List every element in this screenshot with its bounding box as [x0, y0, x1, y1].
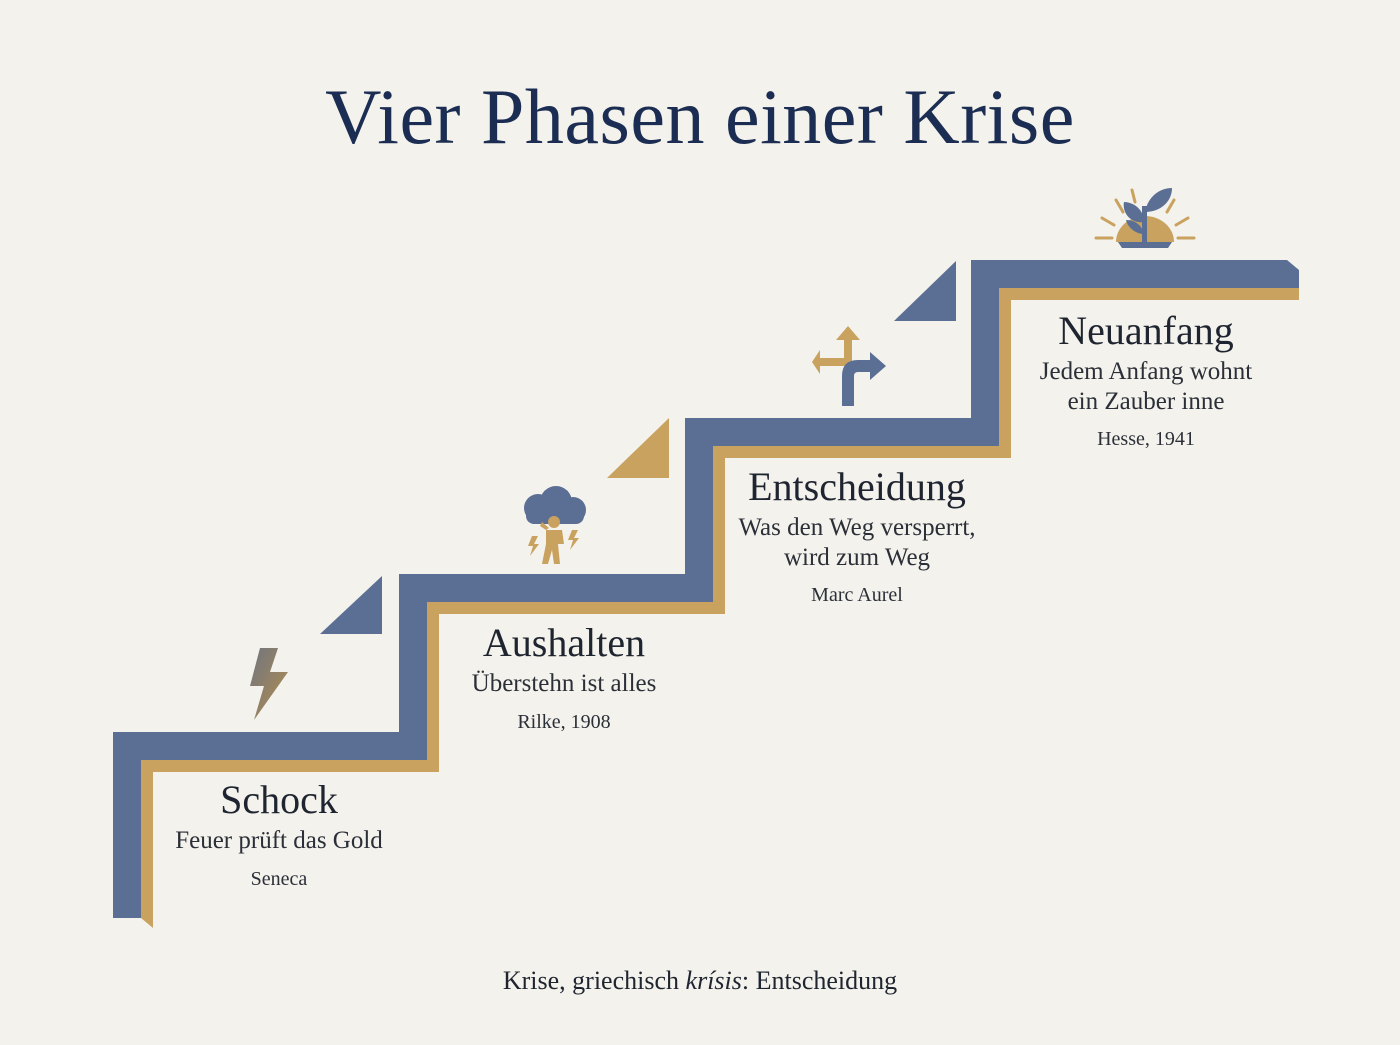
staircase-blue-band: [113, 260, 1299, 918]
phase-quote-line: Was den Weg versperrt,: [738, 514, 976, 541]
phase-quote-line: Überstehn ist alles: [471, 670, 657, 697]
footer-caption: Krise, griechisch krísis: Entscheidung: [0, 966, 1400, 996]
phase-author: Seneca: [250, 867, 308, 890]
staircase-gold-band: [141, 288, 1299, 928]
lightning-icon: [250, 648, 288, 720]
phase-name: Neuanfang: [1058, 308, 1234, 353]
fork-arrows-icon: [812, 326, 886, 406]
page-title: Vier Phasen einer Krise: [325, 73, 1075, 160]
phase-author: Hesse, 1941: [1097, 428, 1195, 450]
phase-quote: Überstehn ist alles: [364, 669, 764, 699]
footer-term: krísis: [685, 966, 742, 995]
phase-author: Marc Aurel: [811, 584, 903, 606]
phase-quote-line: Jedem Anfang wohnt: [1039, 358, 1253, 385]
phase-quote-line: wird zum Weg: [783, 543, 931, 571]
phase-quote: Feuer prüft das Gold: [79, 826, 479, 856]
phase-name: Aushalten: [482, 620, 646, 665]
phase-author: Rilke, 1908: [517, 710, 611, 733]
phase-name: Entscheidung: [748, 464, 966, 509]
phase-name: Schock: [220, 777, 338, 822]
person-in-storm-icon: [524, 486, 586, 564]
phase-quote-line: ein Zauber inne: [1067, 387, 1225, 415]
footer-suffix: : Entscheidung: [741, 966, 898, 995]
phase-quote-line: Feuer prüft das Gold: [175, 827, 383, 854]
footer-prefix: Krise, griechisch: [502, 966, 686, 995]
phase-quote: Was den Weg versperrt,wird zum Weg: [657, 513, 1057, 572]
sprout-sunrise-icon: [1094, 188, 1196, 248]
